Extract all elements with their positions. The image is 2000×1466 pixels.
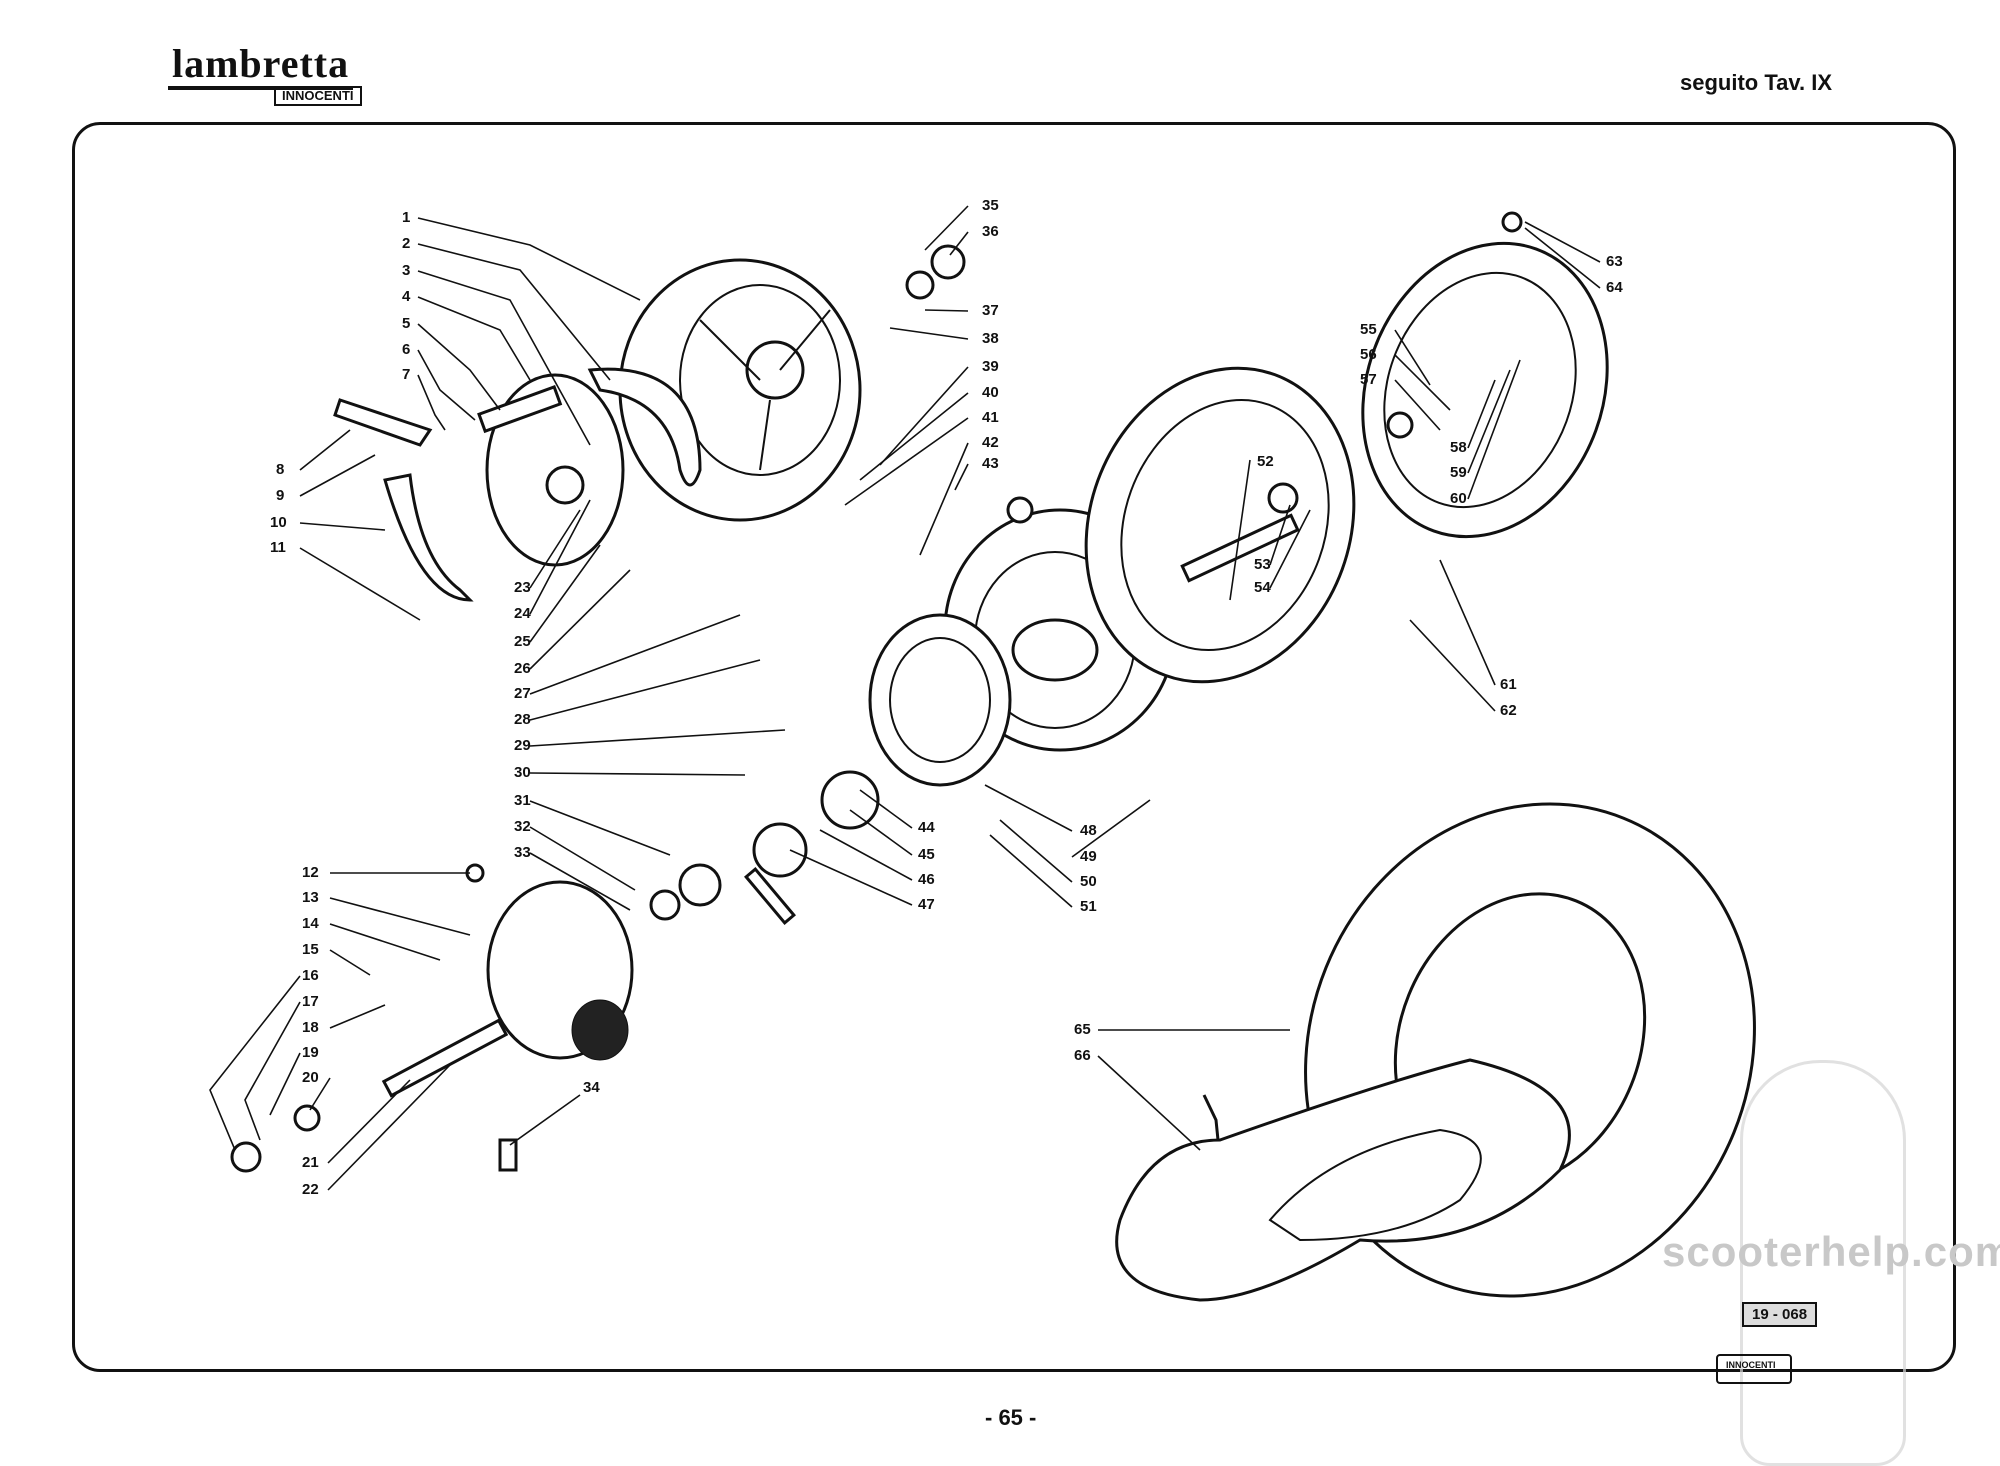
callout-12: 12 bbox=[302, 864, 319, 881]
callout-64: 64 bbox=[1606, 279, 1623, 296]
callout-63: 63 bbox=[1606, 253, 1623, 270]
brand-logo: lambretta INNOCENTI bbox=[168, 42, 386, 106]
innocenti-mark: INNOCENTI bbox=[1716, 1354, 1792, 1384]
callout-15: 15 bbox=[302, 941, 319, 958]
callout-37: 37 bbox=[982, 302, 999, 319]
callout-2: 2 bbox=[402, 235, 410, 252]
callout-42: 42 bbox=[982, 434, 999, 451]
callout-55: 55 bbox=[1360, 321, 1377, 338]
callout-43: 43 bbox=[982, 455, 999, 472]
callout-54: 54 bbox=[1254, 579, 1271, 596]
table-reference: seguito Tav. IX bbox=[1680, 70, 1832, 95]
callout-28: 28 bbox=[514, 711, 531, 728]
callout-31: 31 bbox=[514, 792, 531, 809]
callout-1: 1 bbox=[402, 209, 410, 226]
document-stamp: 19 - 068 bbox=[1742, 1302, 1818, 1327]
callout-25: 25 bbox=[514, 633, 531, 650]
leader-lines bbox=[209, 205, 1601, 1191]
callout-30: 30 bbox=[514, 764, 531, 781]
callout-5: 5 bbox=[402, 315, 410, 332]
callout-56: 56 bbox=[1360, 346, 1377, 363]
callout-10: 10 bbox=[270, 514, 287, 531]
callout-61: 61 bbox=[1500, 676, 1517, 693]
hub-brake-plate bbox=[381, 880, 634, 1098]
callout-51: 51 bbox=[1080, 898, 1097, 915]
callout-50: 50 bbox=[1080, 873, 1097, 890]
callout-3: 3 bbox=[402, 262, 410, 279]
callout-18: 18 bbox=[302, 1019, 319, 1036]
callout-6: 6 bbox=[402, 341, 410, 358]
callout-44: 44 bbox=[918, 819, 935, 836]
callout-48: 48 bbox=[1080, 822, 1097, 839]
callout-11: 11 bbox=[270, 539, 286, 556]
brake-lever bbox=[333, 384, 563, 602]
wheel-rim-halves bbox=[1084, 241, 1609, 684]
callout-65: 65 bbox=[1074, 1021, 1091, 1038]
callout-38: 38 bbox=[982, 330, 999, 347]
callout-21: 21 bbox=[302, 1154, 319, 1171]
callout-14: 14 bbox=[302, 915, 319, 932]
callout-41: 41 bbox=[982, 409, 999, 426]
callout-33: 33 bbox=[514, 844, 531, 861]
callout-66: 66 bbox=[1074, 1047, 1091, 1064]
callout-20: 20 bbox=[302, 1069, 319, 1086]
callout-36: 36 bbox=[982, 223, 999, 240]
callout-13: 13 bbox=[302, 889, 319, 906]
site-watermark: scooterhelp.com bbox=[1662, 1228, 2000, 1275]
callout-8: 8 bbox=[276, 461, 284, 478]
callout-45: 45 bbox=[918, 846, 935, 863]
callout-17: 17 bbox=[302, 993, 319, 1010]
callout-29: 29 bbox=[514, 737, 531, 754]
parts-artwork bbox=[230, 211, 1756, 1302]
callout-7: 7 bbox=[402, 366, 410, 383]
brake-shoe-plate-left bbox=[485, 367, 702, 567]
callout-57: 57 bbox=[1360, 371, 1377, 388]
callout-24: 24 bbox=[514, 605, 531, 622]
callout-35: 35 bbox=[982, 197, 999, 214]
callout-9: 9 bbox=[276, 487, 284, 504]
callout-47: 47 bbox=[918, 896, 935, 913]
innocenti-mark-text: INNOCENTI bbox=[1726, 1360, 1776, 1370]
callout-52: 52 bbox=[1257, 453, 1274, 470]
callout-39: 39 bbox=[982, 358, 999, 375]
callout-40: 40 bbox=[982, 384, 999, 401]
callout-46: 46 bbox=[918, 871, 935, 888]
callout-49: 49 bbox=[1080, 848, 1097, 865]
callout-32: 32 bbox=[514, 818, 531, 835]
callout-58: 58 bbox=[1450, 439, 1467, 456]
callout-53: 53 bbox=[1254, 556, 1271, 573]
callout-62: 62 bbox=[1500, 702, 1517, 719]
callout-22: 22 bbox=[302, 1181, 319, 1198]
callout-16: 16 bbox=[302, 967, 319, 984]
tyre-and-tube bbox=[1115, 802, 1756, 1302]
callout-26: 26 bbox=[514, 660, 531, 677]
callout-60: 60 bbox=[1450, 490, 1467, 507]
callout-27: 27 bbox=[514, 685, 531, 702]
callout-34: 34 bbox=[583, 1079, 600, 1096]
callout-labels: 1 2 3 4 5 6 7 8 9 10 11 12 13 14 15 16 1… bbox=[270, 197, 1623, 1198]
small-parts bbox=[230, 211, 1523, 1173]
page-number: - 65 - bbox=[985, 1405, 1037, 1430]
brand-wordmark: lambretta bbox=[168, 42, 354, 90]
diagram-frame bbox=[72, 122, 1956, 1372]
callout-19: 19 bbox=[302, 1044, 319, 1061]
callout-59: 59 bbox=[1450, 464, 1467, 481]
callout-4: 4 bbox=[402, 288, 411, 305]
callout-23: 23 bbox=[514, 579, 531, 596]
brand-subtitle: INNOCENTI bbox=[274, 86, 362, 106]
